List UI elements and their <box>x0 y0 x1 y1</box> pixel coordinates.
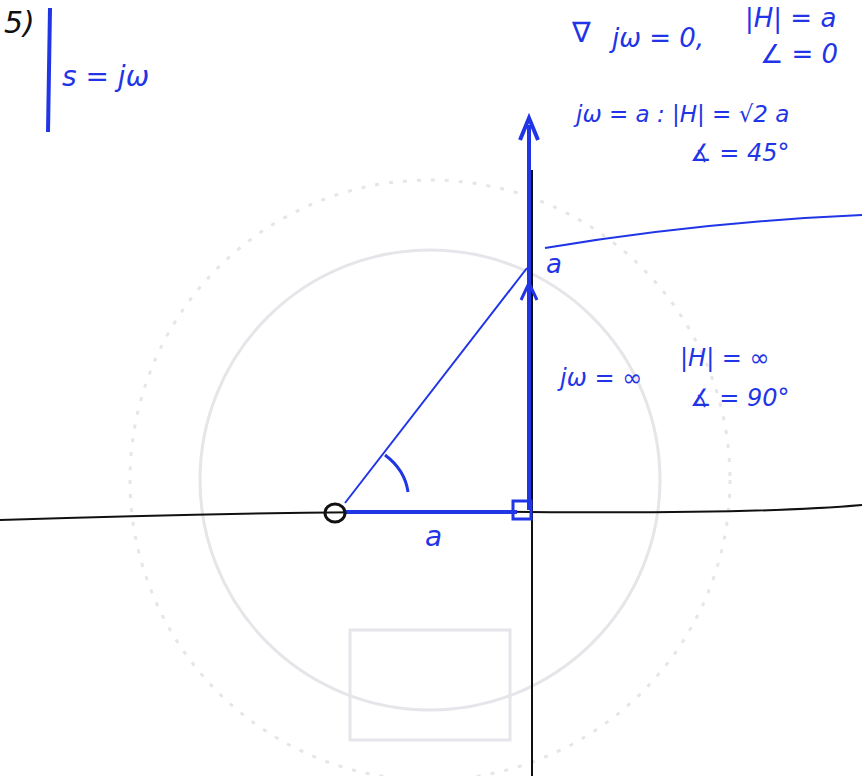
zero-marker <box>325 504 345 522</box>
angle-note: ∠ = 0 <box>760 40 838 69</box>
distance-label: a <box>425 522 442 553</box>
substitution-note: s = jω <box>62 62 149 93</box>
watermark-seal <box>130 180 730 776</box>
imag-axis <box>531 170 533 776</box>
symbol-mark: ∇ <box>572 18 591 49</box>
angle-note: ∡ = 90° <box>690 385 789 411</box>
arrow-head <box>520 118 538 140</box>
magnitude-note: |H| = ∞ <box>680 345 770 371</box>
zero-vector <box>345 268 527 503</box>
divider-line <box>545 215 862 248</box>
pole-marker <box>513 501 531 519</box>
distance-label: a <box>546 250 562 279</box>
magnitude-note: |H| = a <box>745 4 836 33</box>
angle-note: ∡ = 45° <box>690 140 789 166</box>
arrow-head <box>521 283 537 300</box>
frequency-path <box>527 125 531 510</box>
problem-number: 5) <box>4 6 35 39</box>
frequency-note: jω = a : |H| = √2 a <box>576 102 789 127</box>
frequency-note: jω = 0, <box>612 24 704 53</box>
angle-arc <box>385 455 408 492</box>
margin-bar <box>48 8 50 132</box>
real-axis <box>0 505 862 520</box>
distance-segment <box>345 510 517 514</box>
frequency-note: jω = ∞ <box>560 365 642 391</box>
